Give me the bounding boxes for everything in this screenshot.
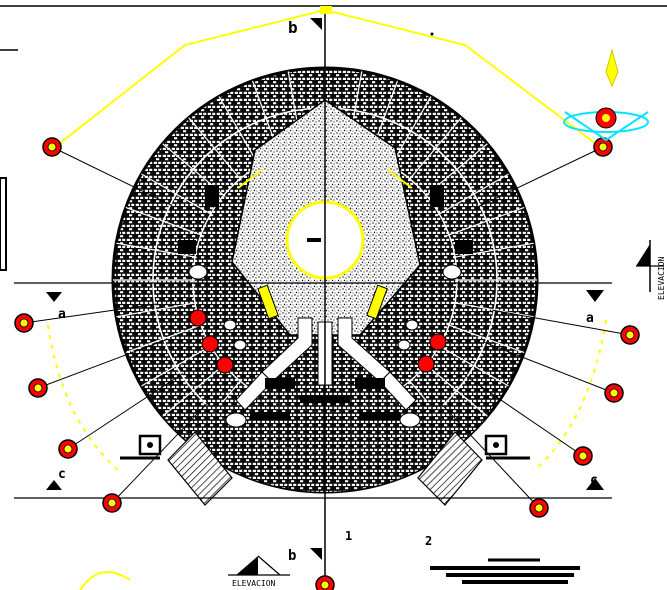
elevation-label-right: ELEVACION — [657, 256, 666, 300]
dim-label-a: 1 — [345, 529, 352, 543]
grid-bubble — [573, 446, 593, 466]
grid-leader — [37, 339, 167, 389]
bollards — [120, 434, 530, 460]
section-marker-right-lower: c — [586, 473, 604, 490]
grid-leader — [51, 146, 173, 206]
grid-bubble — [593, 137, 613, 157]
radial-rib — [452, 242, 534, 259]
radial-rib — [141, 344, 213, 387]
section-marker-bottom: b — [288, 548, 322, 564]
grid-axis-bubbles — [14, 137, 640, 590]
radial-rib — [125, 323, 204, 354]
section-label-right-upper: a — [586, 311, 594, 326]
red-interior-markers — [189, 309, 447, 374]
section-label-right-lower: c — [590, 473, 598, 488]
entrance-ramp-right — [417, 431, 483, 506]
grid-leader — [465, 375, 584, 457]
elevation-symbol-right: ELEVACION — [636, 240, 666, 300]
grid-leader — [67, 372, 184, 450]
radial-rib — [452, 301, 534, 318]
yellow-diag-right — [387, 169, 413, 189]
grid-leader — [23, 303, 157, 324]
grid-leader — [478, 146, 604, 208]
dim-label-b: 2 — [425, 534, 432, 548]
section-marker-top: b — [288, 6, 332, 37]
elevation-label-bottom: ELEVACION — [232, 579, 276, 588]
stray-dot — [430, 32, 434, 36]
white-ovals — [188, 264, 462, 428]
grid-bubble — [42, 137, 62, 157]
section-label-top: b — [288, 18, 298, 37]
grid-bubble — [102, 493, 122, 513]
grid-leader — [492, 309, 631, 336]
yellow-fragment-bottom-left — [79, 571, 131, 590]
section-label-bottom: b — [288, 548, 296, 564]
yellow-bar-left — [257, 284, 279, 320]
grid-axis-leaders — [23, 146, 631, 585]
yellow-diag-left — [237, 169, 263, 189]
radial-rib — [437, 344, 509, 387]
radial-rib — [125, 206, 204, 237]
radial-rib — [446, 206, 525, 237]
section-marker-left-upper: a — [46, 292, 66, 322]
radial-rib — [188, 117, 242, 181]
grid-leader — [440, 403, 540, 509]
grid-bubble — [529, 498, 549, 518]
grid-leader — [111, 402, 208, 504]
section-marker-left-lower: c — [46, 467, 66, 490]
grid-bubble — [620, 325, 640, 345]
yellow-left-arc — [47, 324, 119, 471]
radial-rib — [408, 117, 462, 181]
section-label-left-upper: a — [58, 307, 66, 322]
oculus-mark — [307, 238, 321, 242]
radial-rib — [116, 301, 198, 318]
yellow-bar-right — [366, 284, 388, 320]
radial-rib — [116, 242, 198, 259]
radial-rib — [162, 363, 226, 417]
grid-bubble — [28, 378, 48, 398]
radial-rib — [424, 363, 488, 417]
stepped-stairs — [430, 558, 580, 584]
grid-bubble — [14, 313, 34, 333]
grid-bubble — [604, 383, 624, 403]
grid-bubble — [315, 575, 335, 590]
yellow-right-arc — [534, 319, 607, 471]
grid-leader — [483, 341, 615, 394]
radial-rib — [446, 323, 525, 354]
section-marker-right-upper: a — [586, 290, 604, 326]
section-label-left-lower: c — [58, 467, 66, 482]
radial-rib — [141, 173, 213, 216]
entrance-ramp-left — [167, 431, 233, 506]
grid-bubble — [58, 439, 78, 459]
elevation-symbol-bottom: ELEVACION — [228, 555, 290, 588]
radial-rib — [437, 173, 509, 216]
north-compass-symbol — [563, 48, 649, 142]
frame-left-block — [0, 177, 7, 271]
